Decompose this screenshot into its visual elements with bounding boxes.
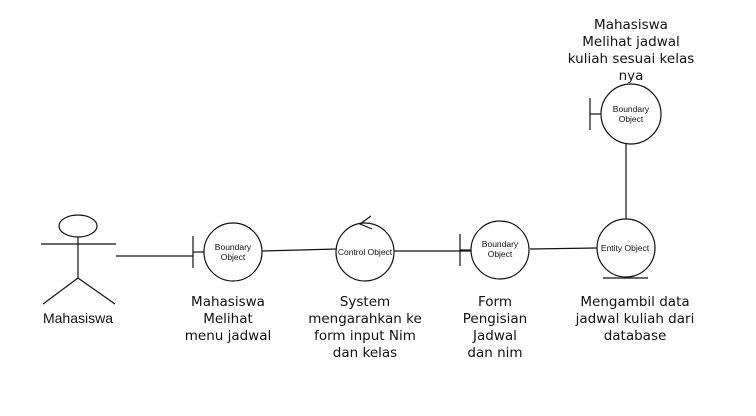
label-line: Boundary — [215, 242, 252, 252]
control-object-label: Control Object — [338, 247, 393, 257]
label-line: Object — [221, 252, 246, 262]
connector-boundary-1-control — [261, 248, 338, 252]
boundary-object-icon — [589, 83, 662, 145]
control-object-icon — [335, 215, 395, 282]
label-line: Object — [488, 249, 513, 259]
boundary-1-caption: Mahasiswa Melihat menu jadwal — [184, 294, 272, 344]
connector-boundary-2-entity — [529, 247, 598, 250]
boundary-object-icon — [459, 220, 530, 280]
actor-label: Mahasiswa — [43, 310, 113, 326]
actor-icon — [41, 214, 116, 305]
entity-caption: Mengambil data jadwal kuliah dari databa… — [575, 294, 695, 344]
label-line: Boundary — [482, 239, 519, 249]
entity-object-label: Entity Object — [601, 243, 650, 253]
label-line: Boundary — [613, 104, 650, 114]
boundary-2-caption: Form Pengisian Jadwal dan nim — [462, 294, 528, 361]
label-line: Object — [619, 114, 644, 124]
boundary-object-icon — [192, 222, 263, 282]
control-caption: System mengarahkan ke form input Nim dan… — [308, 294, 422, 361]
boundary-3-caption: Mahasiswa Melihat jadwal kuliah sesuai k… — [567, 17, 695, 84]
entity-object-icon — [596, 218, 656, 279]
